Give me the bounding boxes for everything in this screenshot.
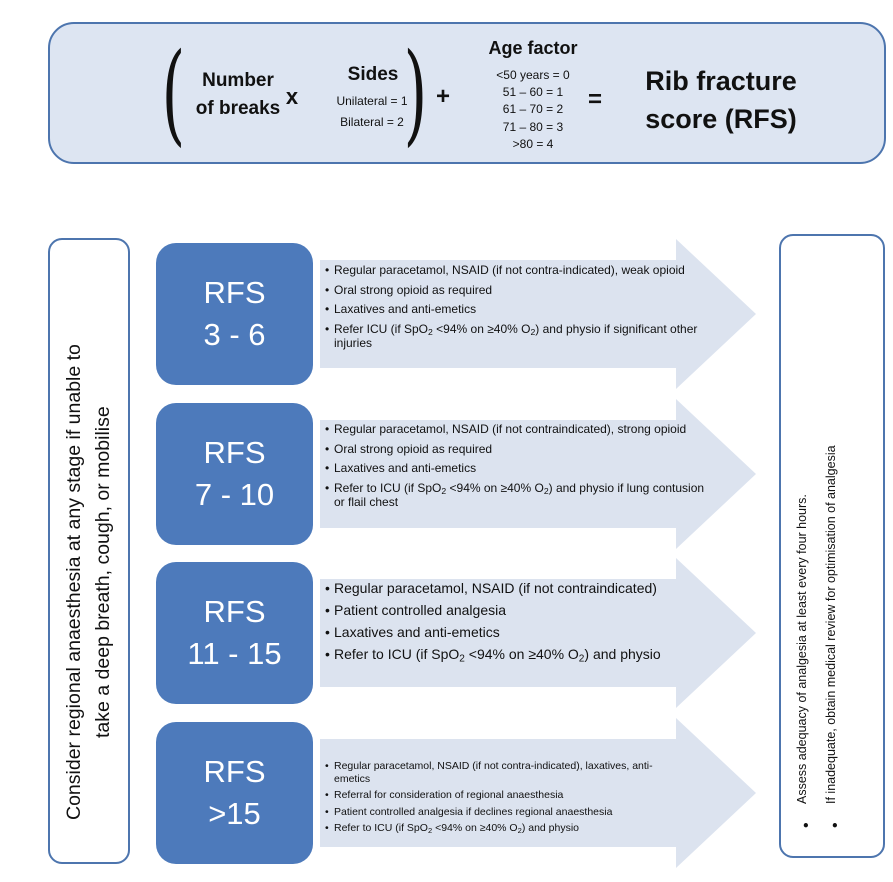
rfs-result-line-2: score (RFS): [645, 104, 797, 134]
bullet-item: Refer to ICU (if SpO2 <94% on ≥40% O2) a…: [325, 822, 685, 835]
bullet-item: Laxatives and anti-emetics: [325, 624, 745, 641]
multiply-sign: x: [285, 84, 299, 109]
rfs-box-label: RFS: [203, 435, 266, 470]
analgesia-review-note: Assess adequacy of analgesia at least ev…: [779, 234, 885, 858]
tier-bullets-rfs-over-15: Regular paracetamol, NSAID (if not contr…: [325, 760, 685, 835]
sides-bilateral: Bilateral = 2: [340, 115, 404, 129]
sides-unilateral: Unilateral = 1: [336, 94, 408, 108]
bullet-item: Patient controlled analgesia if declines…: [325, 806, 685, 819]
rfs-box-3-6: RFS 3 - 6: [156, 243, 313, 385]
number-of-breaks-line-2: of breaks: [195, 98, 281, 119]
rfs-box-over-15: RFS >15: [156, 722, 313, 864]
bullet-item: Regular paracetamol, NSAID (if not contr…: [325, 422, 705, 437]
bullet-item: Regular paracetamol, NSAID (if not contr…: [325, 580, 745, 597]
bullet-item: Patient controlled analgesia: [325, 602, 745, 619]
equals-sign: =: [587, 86, 602, 113]
number-of-breaks-term: Number of breaks: [178, 67, 298, 123]
bullet-item: Referral for consideration of regional a…: [325, 789, 685, 802]
age-factor-item: 61 – 70 = 2: [502, 102, 564, 116]
bullet-item: Oral strong opioid as required: [325, 442, 705, 457]
rfs-formula-panel: ( Number of breaks x Sides Unilateral = …: [48, 22, 886, 164]
bullet-item: Refer ICU (if SpO2 <94% on ≥40% O2) and …: [325, 322, 705, 351]
analgesia-review-line-2: If inadequate, obtain medical review for…: [824, 445, 838, 804]
bullet-item: Regular paracetamol, NSAID (if not contr…: [325, 263, 705, 278]
right-parenthesis: ): [403, 29, 428, 157]
bullet-item: Refer to ICU (if SpO2 <94% on ≥40% O2) a…: [325, 646, 745, 664]
age-factor-title: Age factor: [488, 38, 578, 58]
bullet-item: Oral strong opioid as required: [325, 283, 705, 298]
rfs-box-range: 3 - 6: [203, 317, 266, 352]
age-factor-item: <50 years = 0: [496, 68, 570, 82]
rfs-box-11-15: RFS 11 - 15: [156, 562, 313, 704]
rfs-box-label: RFS: [203, 594, 266, 629]
regional-anaesthesia-line-1: Consider regional anaesthesia at any sta…: [63, 344, 85, 820]
sides-term-title: Sides: [347, 64, 399, 85]
rfs-box-label: RFS: [203, 754, 266, 789]
bullet-item: Laxatives and anti-emetics: [325, 461, 705, 476]
plus-sign: +: [435, 83, 450, 110]
analgesia-review-bullet-1: •: [798, 822, 815, 828]
number-of-breaks-line-1: Number: [202, 70, 274, 91]
rib-fracture-score-result: Rib fracture score (RFS): [616, 62, 826, 138]
rfs-box-range: 7 - 10: [194, 477, 275, 512]
regional-anaesthesia-line-2: take a deep breath, cough, or mobilise: [92, 406, 114, 738]
rfs-box-label: RFS: [203, 275, 266, 310]
tier-bullets-rfs-3-6: Regular paracetamol, NSAID (if not contr…: [325, 263, 705, 351]
analgesia-review-bullet-2: •: [827, 822, 844, 828]
analgesia-review-line-1: Assess adequacy of analgesia at least ev…: [795, 494, 809, 804]
age-factor-item: >80 = 4: [512, 137, 554, 151]
rfs-box-7-10: RFS 7 - 10: [156, 403, 313, 545]
tier-bullets-rfs-7-10: Regular paracetamol, NSAID (if not contr…: [325, 422, 705, 510]
rfs-result-line-1: Rib fracture: [645, 66, 797, 96]
rfs-box-range: 11 - 15: [187, 636, 282, 671]
age-factor-item: 51 – 60 = 1: [502, 85, 564, 99]
regional-anaesthesia-note: Consider regional anaesthesia at any sta…: [48, 238, 130, 864]
rfs-box-range: >15: [208, 796, 261, 831]
age-factor-item: 71 – 80 = 3: [502, 120, 564, 134]
left-parenthesis: (: [161, 29, 186, 157]
bullet-item: Laxatives and anti-emetics: [325, 302, 705, 317]
tier-bullets-rfs-11-15: Regular paracetamol, NSAID (if not contr…: [325, 580, 745, 664]
bullet-item: Refer to ICU (if SpO2 <94% on ≥40% O2) a…: [325, 481, 705, 510]
bullet-item: Regular paracetamol, NSAID (if not contr…: [325, 760, 685, 785]
